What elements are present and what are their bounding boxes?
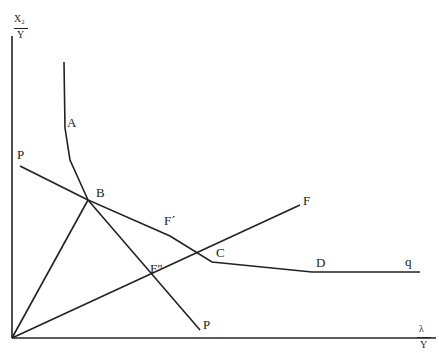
horizontal-axis	[12, 337, 436, 339]
point-label: q	[405, 255, 412, 268]
point-label: P	[203, 318, 210, 331]
fraction-bar	[417, 337, 431, 338]
point-label: X₂	[14, 14, 25, 24]
price-line	[20, 166, 88, 200]
fraction-bar	[14, 28, 28, 29]
point-label: F"	[150, 262, 163, 275]
point-label: D	[316, 256, 325, 269]
point-label: F´	[164, 214, 176, 227]
isoquant-curve	[64, 62, 420, 272]
point-label: F	[303, 194, 310, 207]
price-line	[88, 200, 200, 330]
point-label: Y	[420, 340, 427, 350]
ray-line	[12, 200, 88, 338]
point-label: A	[67, 116, 76, 129]
vertical-axis	[11, 36, 13, 338]
point-label: C	[216, 246, 225, 259]
ray-line	[12, 205, 300, 338]
point-label: P	[17, 148, 24, 161]
point-label: B	[96, 186, 105, 199]
point-label: Y	[17, 30, 24, 40]
point-label: λ	[419, 324, 424, 334]
